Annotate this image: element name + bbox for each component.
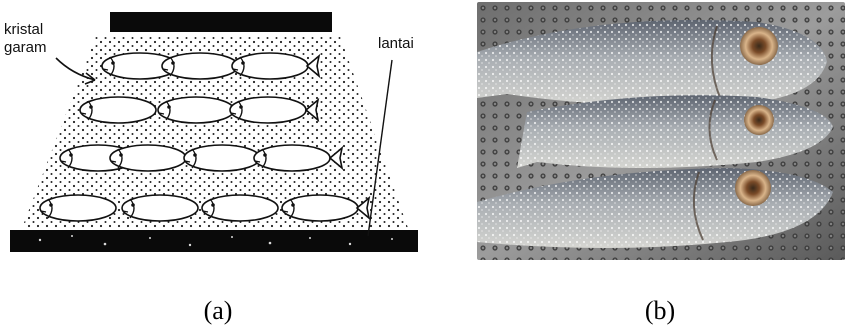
fish-row-2 [80, 97, 318, 123]
fish-eye-3 [735, 170, 771, 206]
caption-a: (a) [178, 296, 258, 326]
label-salt-crystal-line2: garam [4, 39, 47, 56]
label-floor: lantai [378, 35, 414, 52]
salting-diagram: kristal garam lantai [0, 0, 440, 270]
fish-row-3 [60, 145, 342, 171]
label-salt-crystal-line1: kristal [4, 21, 43, 38]
top-weight-block [110, 12, 332, 32]
fish-row-1 [102, 53, 319, 79]
fish-eye-1 [740, 27, 778, 65]
floor-bar [10, 230, 418, 252]
caption-b: (b) [620, 296, 700, 326]
salted-fish-photo [477, 2, 845, 260]
fish-eye-2 [744, 105, 774, 135]
